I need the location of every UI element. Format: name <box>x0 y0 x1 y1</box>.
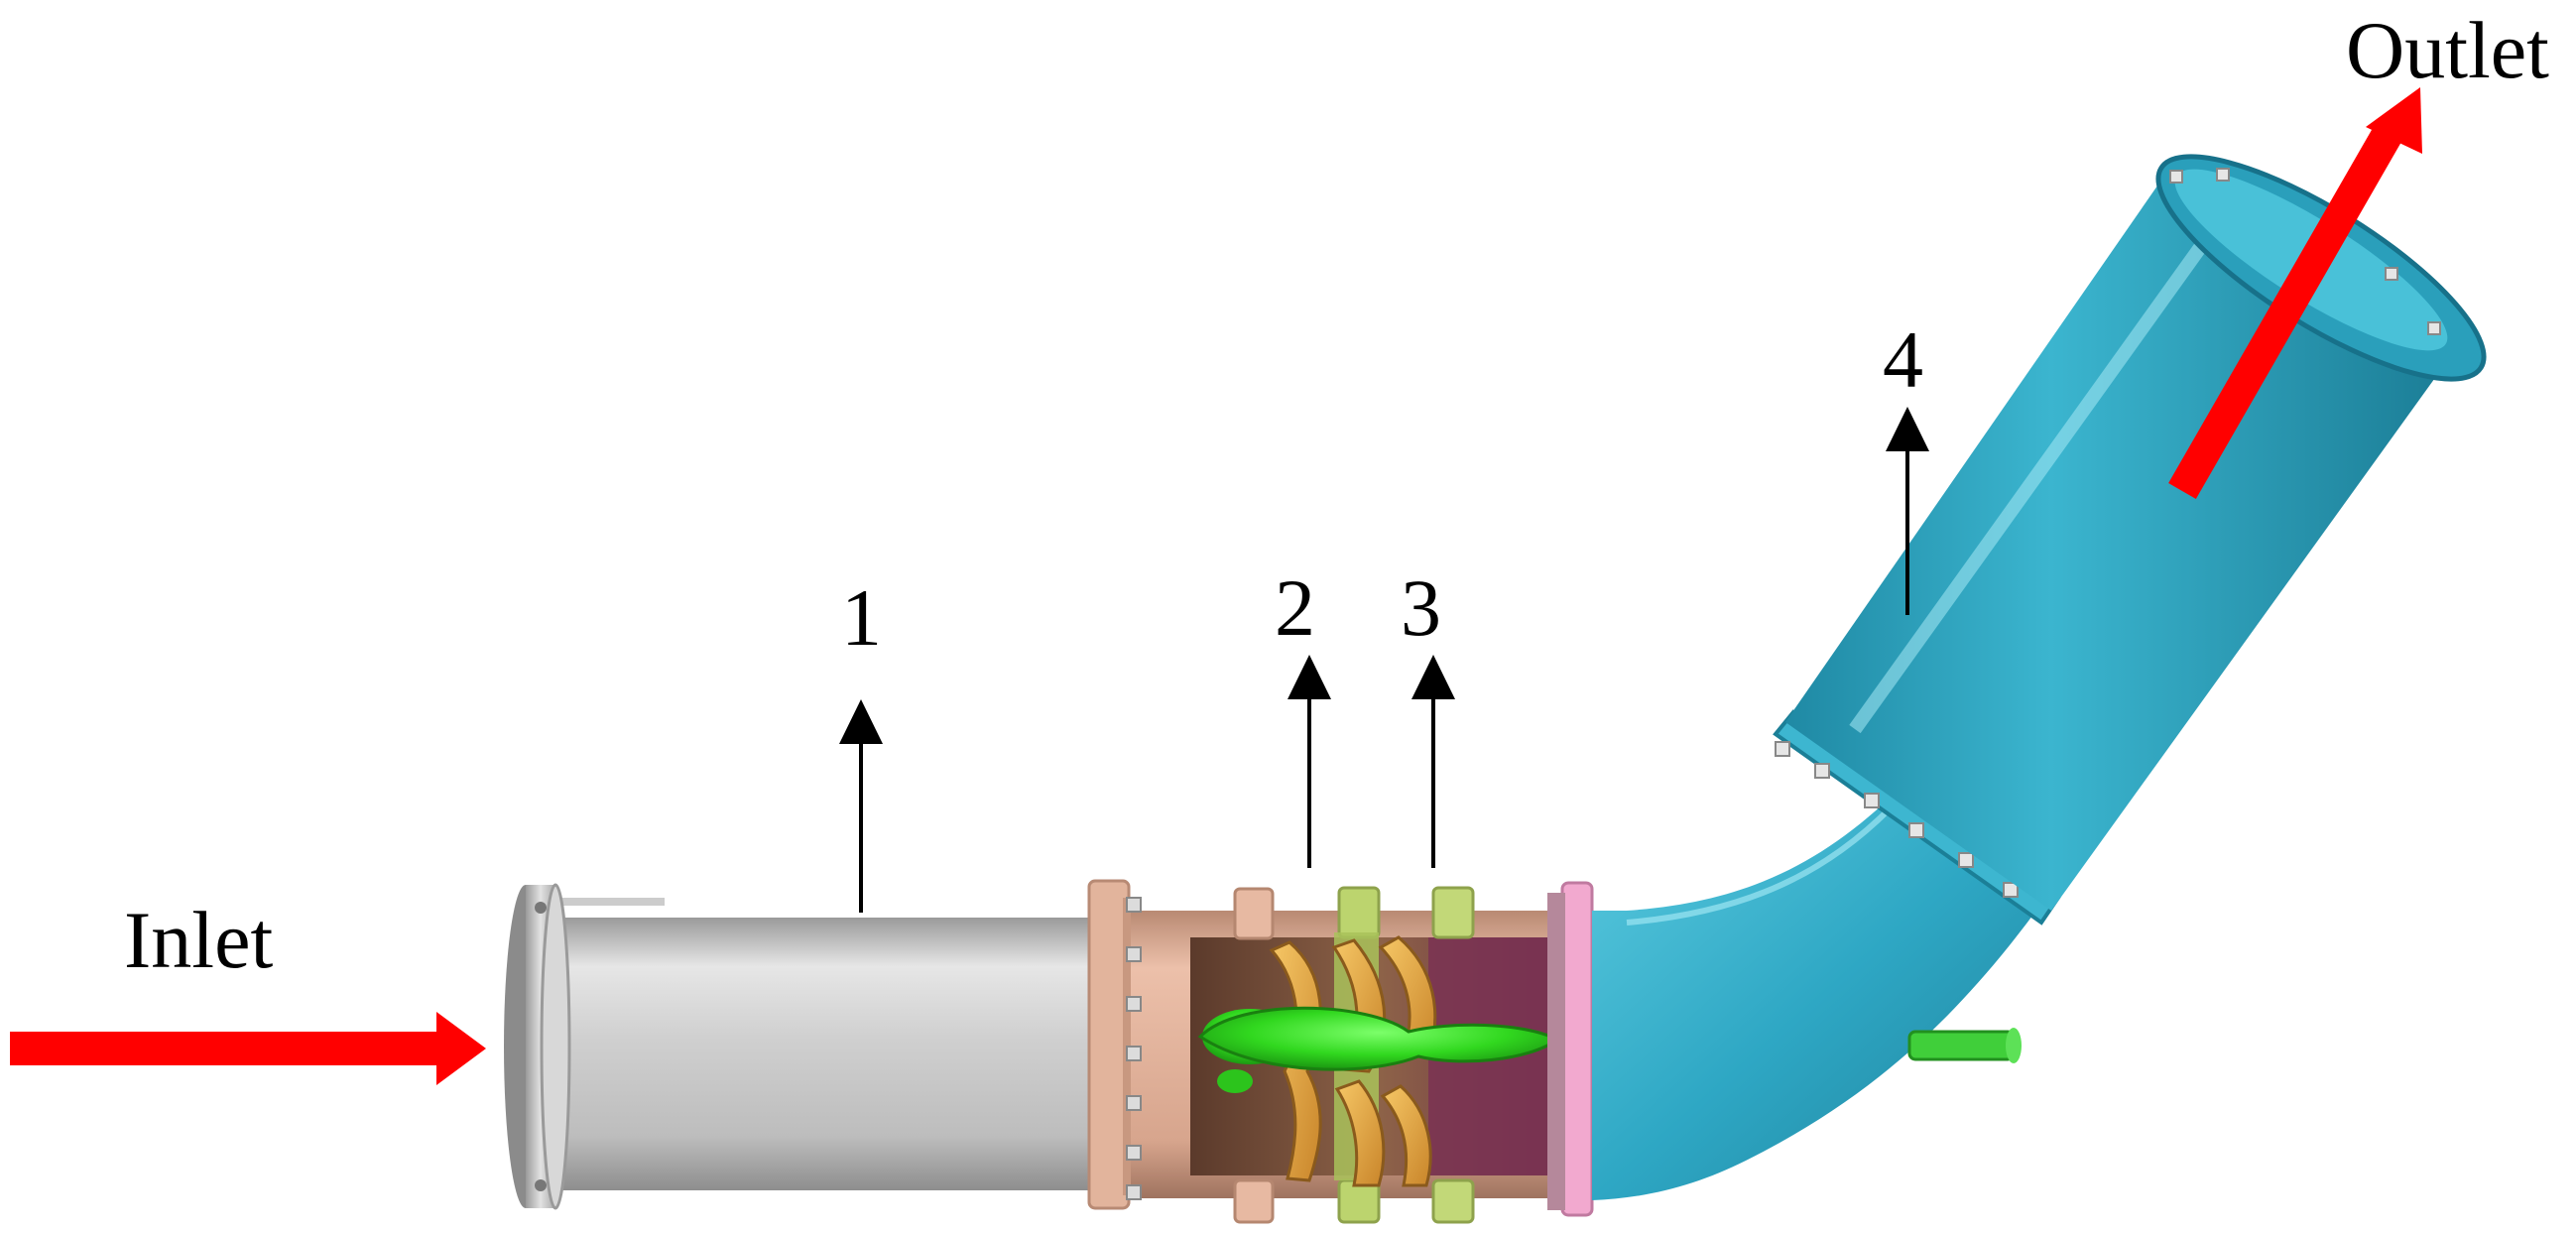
diffuser-flange <box>1547 881 1594 1217</box>
outlet-elbow <box>1592 784 2063 1200</box>
inlet-pipe <box>504 883 1101 1210</box>
hub <box>1197 1006 1560 1093</box>
outlet-pipe <box>1785 179 2450 911</box>
part-label-1: 1 <box>841 572 882 663</box>
part-label-4: 4 <box>1883 314 1923 405</box>
casing-ring-a <box>1233 887 1275 1224</box>
arrow-part-3 <box>1411 655 1455 868</box>
inlet-label: Inlet <box>124 895 273 985</box>
casing-flange-left <box>1087 879 1142 1210</box>
arrow-part-1 <box>839 699 883 913</box>
outlet-label: Outlet <box>2346 5 2549 95</box>
outlet-flow-arrow <box>2168 87 2422 499</box>
arrow-part-2 <box>1288 655 1331 868</box>
arrow-part-4 <box>1886 407 1929 615</box>
inlet-flow-arrow <box>10 1012 486 1085</box>
part-label-2: 2 <box>1275 562 1315 653</box>
part-label-3: 3 <box>1401 562 1441 653</box>
